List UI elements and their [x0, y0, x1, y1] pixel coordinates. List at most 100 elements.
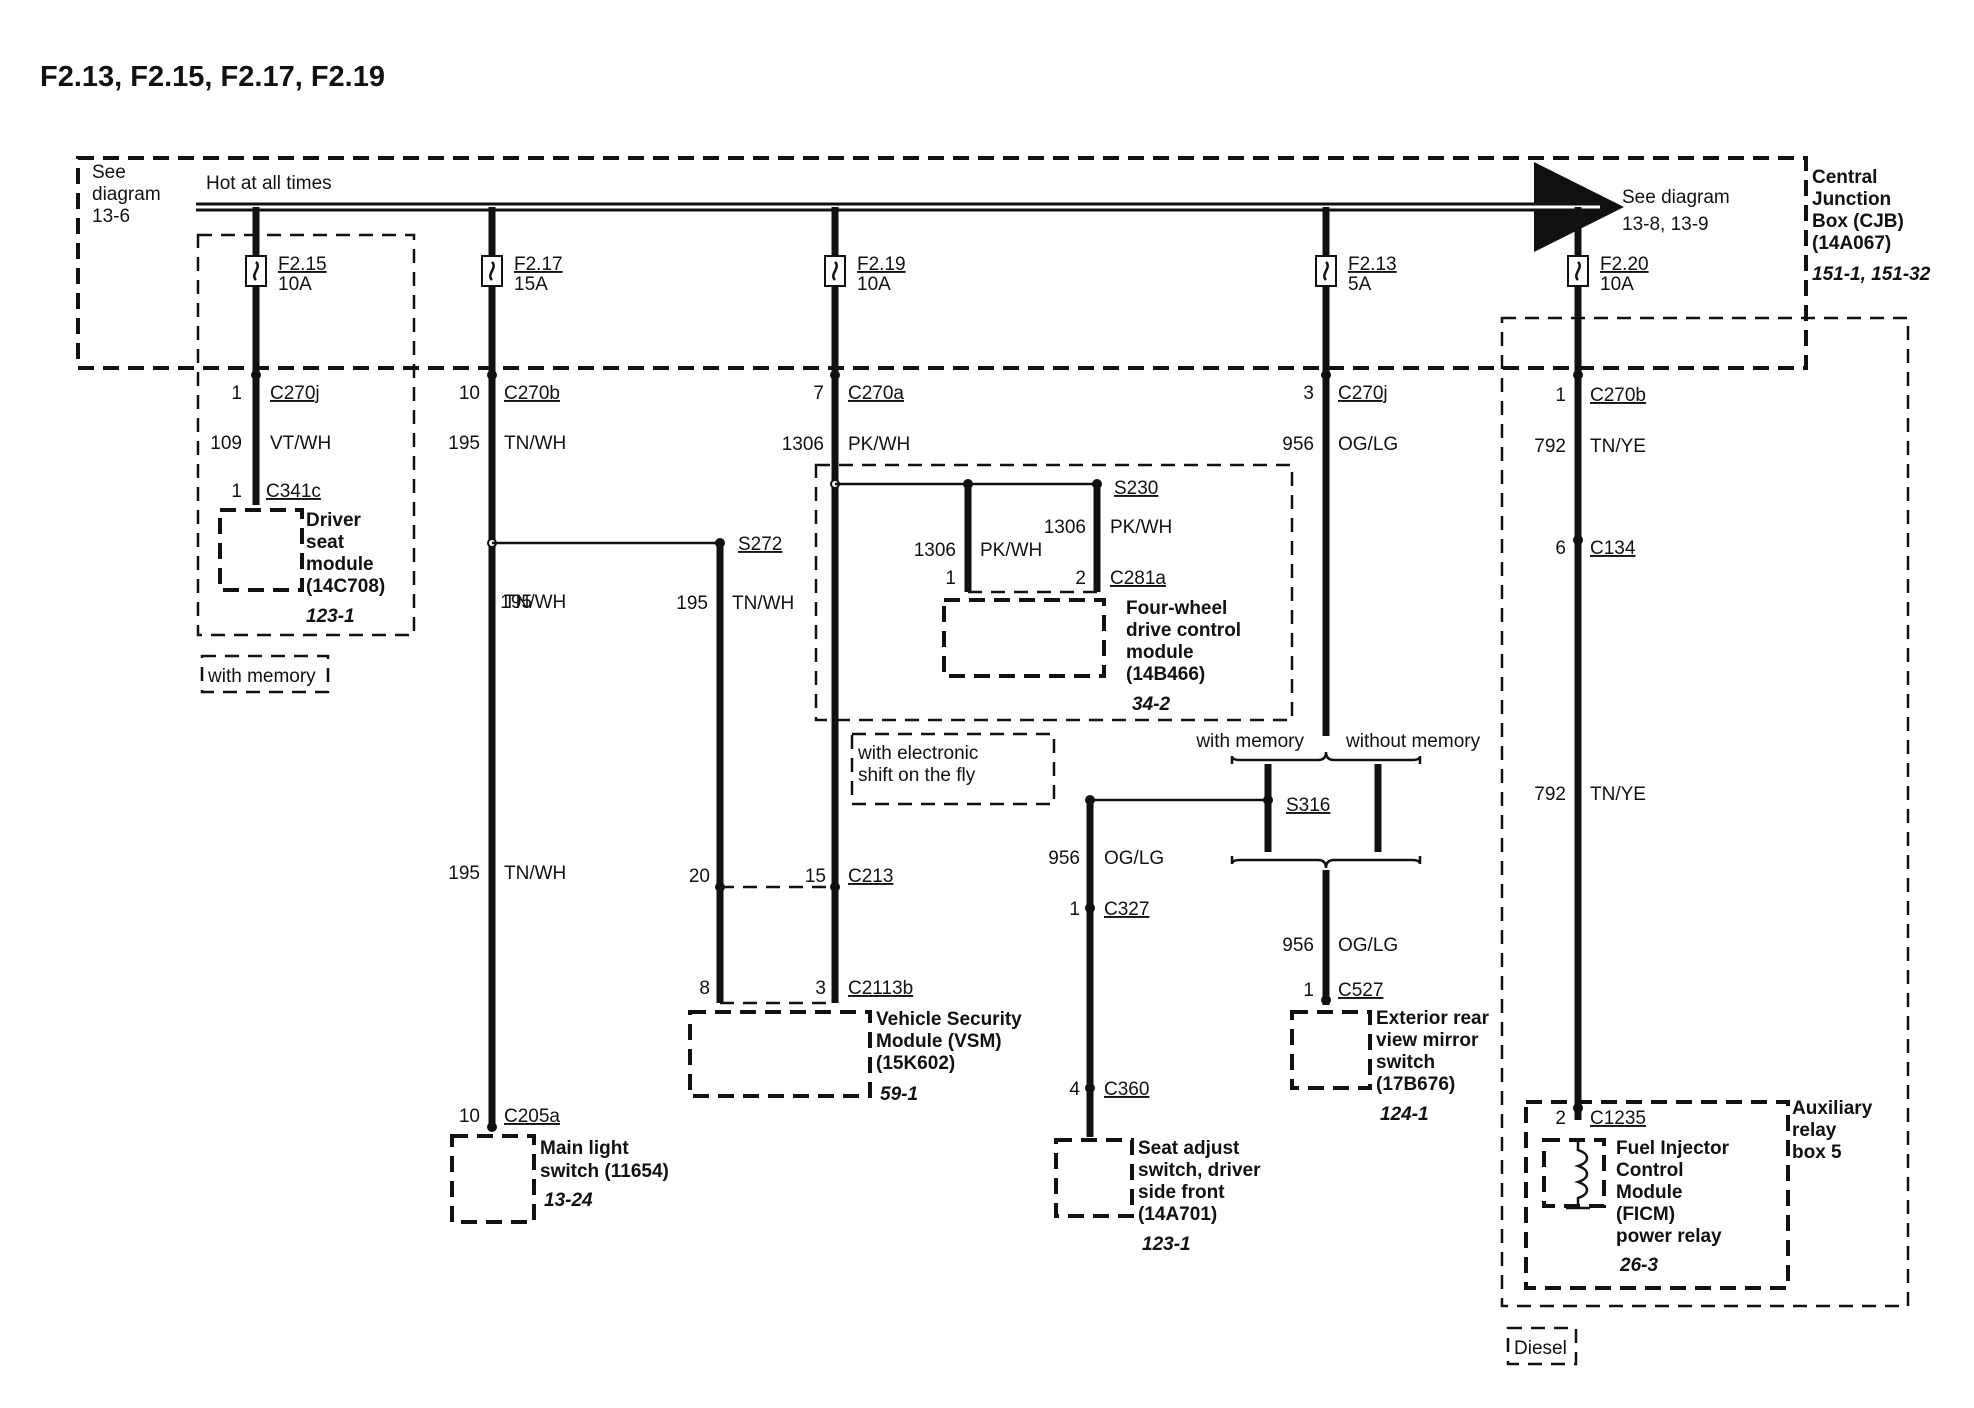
option-left: with memory: [1195, 731, 1304, 752]
memory-option-box: [196, 233, 416, 637]
connector: C327: [1104, 899, 1149, 920]
ref: 123-1: [1142, 1234, 1191, 1255]
module-name: Four-wheel: [1126, 598, 1227, 619]
cjb-see-left-2: diagram: [92, 184, 161, 205]
option-label: with memory: [207, 666, 316, 687]
module-name: drive control: [1126, 620, 1241, 641]
connector: C1235: [1590, 1108, 1646, 1129]
circuit: 195: [500, 592, 532, 613]
cjb-name-1: Central: [1812, 167, 1877, 188]
pin: 1: [1303, 980, 1314, 1001]
module-name: seat: [306, 532, 345, 553]
wire-color: OG/LG: [1104, 848, 1164, 869]
connector: C270b: [504, 383, 560, 404]
connector: C205a: [504, 1106, 560, 1127]
pin: 10: [459, 1106, 480, 1127]
cjb-see-left-1: See: [92, 162, 126, 183]
module-name: Module (VSM): [876, 1031, 1002, 1052]
driver-seat-module-box: [218, 508, 304, 592]
splice: S230: [1114, 478, 1158, 499]
module-name: Driver: [306, 510, 362, 531]
seat-adjust-switch-box: [1054, 1138, 1134, 1218]
connector: C281a: [1110, 568, 1166, 589]
connector: C270j: [1338, 383, 1388, 404]
ref: 26-3: [1619, 1255, 1658, 1276]
cjb-see-right-2: 13-8, 13-9: [1622, 214, 1709, 235]
box-name: Auxiliary: [1792, 1098, 1873, 1119]
pin: 1: [231, 481, 242, 502]
splice: S316: [1286, 795, 1330, 816]
module-name: Exterior rear: [1376, 1008, 1490, 1029]
wire-color: PK/WH: [1110, 517, 1172, 538]
wire-color: TN/WH: [504, 433, 566, 454]
option-label: Diesel: [1514, 1338, 1567, 1359]
cjb-see-right-1: See diagram: [1622, 187, 1730, 208]
module-name: Seat adjust: [1138, 1138, 1240, 1159]
fuse-amps: 10A: [1600, 274, 1634, 295]
box-name: box 5: [1792, 1142, 1842, 1163]
connector: C527: [1338, 980, 1383, 1001]
connector: C2113b: [848, 978, 913, 999]
hot-label: Hot at all times: [206, 173, 332, 194]
module-name: (17B676): [1376, 1074, 1455, 1095]
fuse-id: F2.20: [1600, 254, 1649, 275]
wire-color: TN/WH: [504, 863, 566, 884]
module-name: Fuel Injector: [1616, 1138, 1730, 1159]
pin: 10: [459, 383, 480, 404]
circuit: 956: [1048, 848, 1080, 869]
diesel-option-box: [1500, 316, 1910, 1308]
option-right: without memory: [1345, 731, 1481, 752]
wire-color: TN/YE: [1590, 784, 1646, 805]
s272-wire: 195 TN/WH: [676, 543, 794, 1003]
box-name: relay: [1792, 1120, 1837, 1141]
module-name: module: [1126, 642, 1194, 663]
pin: 3: [815, 978, 826, 999]
4wd-module-box: [942, 598, 1106, 678]
pin: 1: [231, 383, 242, 404]
connector: C360: [1104, 1079, 1149, 1100]
fuse-id: F2.13: [1348, 254, 1397, 275]
ref: 13-24: [544, 1190, 593, 1211]
wire-color: PK/WH: [848, 434, 910, 455]
connector: C341c: [266, 481, 321, 502]
cjb-name-4: (14A067): [1812, 233, 1891, 254]
module-name: switch: [1376, 1052, 1435, 1073]
wire-color: PK/WH: [980, 540, 1042, 561]
option-tag: [1506, 1326, 1578, 1366]
fuse-id: F2.17: [514, 254, 563, 275]
module-name: Vehicle Security: [876, 1009, 1022, 1030]
vsm-group: 20 15 C213 8 3 C2113b Vehicle Security M…: [688, 866, 1022, 1105]
module-name: (14A701): [1138, 1204, 1217, 1225]
connector: C270a: [848, 383, 904, 404]
wire-color: TN/WH: [504, 592, 566, 613]
wire-color: TN/YE: [1590, 436, 1646, 457]
fuse-amps: 5A: [1348, 274, 1372, 295]
ref: 59-1: [880, 1084, 918, 1105]
option-label: shift on the fly: [858, 765, 976, 786]
module-name: switch (11654): [540, 1161, 669, 1182]
aux-relay-box: [1524, 1100, 1790, 1290]
fuse-amps: 10A: [857, 274, 891, 295]
connector: C270j: [270, 383, 320, 404]
circuit: 195: [676, 593, 708, 614]
connector: C134: [1590, 538, 1636, 559]
branch-f217: F2.17 15A 10 C270b 195 TN/WH S272 195 TN…: [448, 207, 782, 1224]
circuit: 1306: [914, 540, 956, 561]
circuit: 109: [210, 433, 242, 454]
pin: 20: [689, 866, 710, 887]
pin: 7: [813, 383, 824, 404]
cjb-name-3: Box (CJB): [1812, 211, 1904, 232]
mirror-switch-box: [1290, 1010, 1372, 1090]
ref: 34-2: [1132, 694, 1170, 715]
fuse-id: F2.19: [857, 254, 906, 275]
wire-color: TN/WH: [732, 593, 794, 614]
ref: 123-1: [306, 606, 355, 627]
module-name: side front: [1138, 1182, 1225, 1203]
circuit: 956: [1282, 935, 1314, 956]
module-name: Control: [1616, 1160, 1684, 1181]
wire-color: OG/LG: [1338, 434, 1398, 455]
option-label: with electronic: [857, 743, 978, 764]
connector: C270b: [1590, 385, 1646, 406]
wire-color: OG/LG: [1338, 935, 1398, 956]
